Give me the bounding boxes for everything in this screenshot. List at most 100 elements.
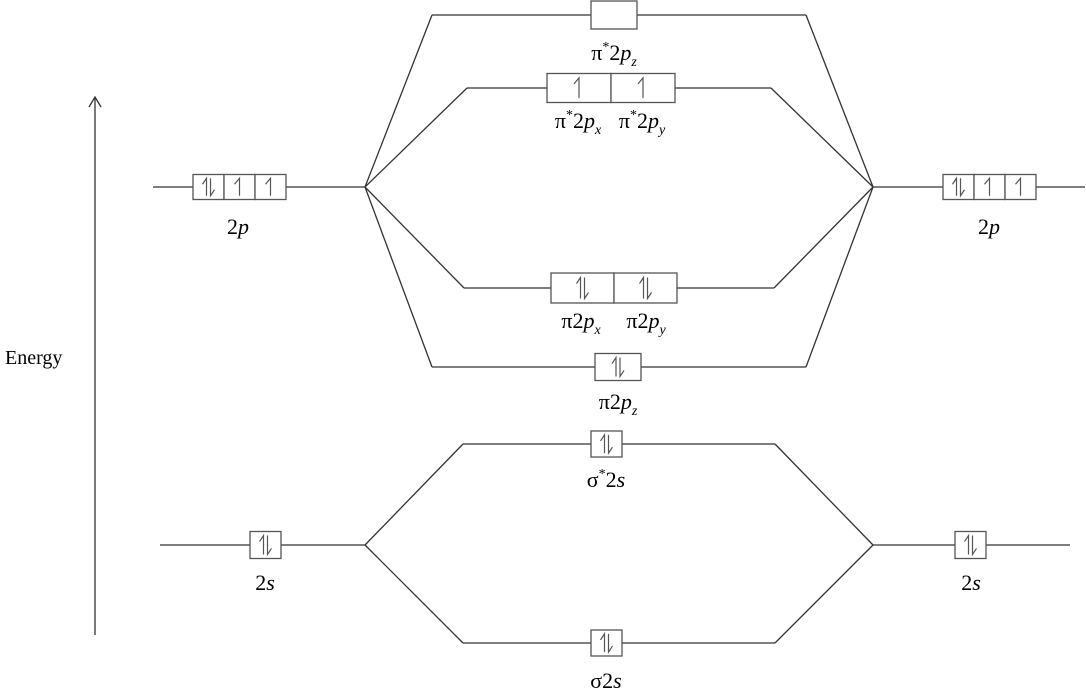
orbital-box [590,629,623,657]
atomic-orbital-left-2s: 2s [160,530,365,595]
orbital-box [954,530,987,560]
label-greek: π [561,308,572,333]
label-greek: π [599,389,610,414]
orbital-label: π*2px [555,108,602,138]
electron-spin-up-icon [984,176,991,196]
electron-spin-down-icon [266,535,272,557]
correlation-lines [364,14,874,644]
correlation-line [364,186,433,368]
electron-spin-up-icon [637,76,644,99]
label-greek: σ [590,668,602,693]
label-star: * [599,467,606,482]
label-letter: p [619,389,632,414]
electron-spin-up-icon [265,176,272,196]
molecular-orbital-sigma-2s: σ2s [463,629,775,693]
electron-spin-up-icon [952,176,958,196]
correlation-line [774,544,874,644]
electron-spin-up-icon [202,176,208,196]
orbital-box [192,173,225,201]
label-letter: p [618,40,631,65]
correlation-line [805,186,874,368]
label-sub: x [594,123,602,138]
orbital-label: π*2pz [591,40,637,70]
orbital-label: σ*2s [587,467,625,492]
label-star: * [602,40,609,55]
orbital-label: 2s [255,570,275,595]
correlation-line [770,87,874,188]
orbital-box [590,0,638,30]
label-greek: π [626,308,637,333]
orbital-box [594,352,642,382]
label-sub: y [657,323,666,338]
orbital-label: π2py [626,308,666,338]
label-num: 2 [637,308,648,333]
label-letter: s [972,570,981,595]
molecular-orbital-pi-star-2pz: π*2pz [432,0,806,70]
orbital-label: 2p [978,214,1000,239]
molecular-orbital-sigma-star-2s: σ*2s [463,430,775,492]
label-num: 2 [610,389,621,414]
correlation-line [774,443,874,546]
electron-spin-up-icon [600,432,606,454]
label-greek: π [591,40,602,65]
electron-spin-down-icon [959,178,965,198]
label-letter: s [613,668,622,693]
electron-spin-down-icon [619,357,625,379]
label-letter: p [236,214,249,239]
label-greek: π [555,108,566,133]
label-letter: s [266,570,275,595]
label-letter: p [987,214,1000,239]
label-num: 2 [961,570,972,595]
correlation-line [364,186,465,289]
electron-spin-down-icon [971,535,977,557]
correlation-line [805,14,874,188]
orbital-label: 2s [961,570,981,595]
label-greek: π [619,108,630,133]
label-num: 2 [602,668,613,693]
electron-spin-up-icon [600,631,606,653]
orbital-label: π2px [561,308,601,338]
electron-spin-up-icon [639,275,645,299]
electron-spin-up-icon [1015,176,1022,196]
correlation-line [364,87,468,188]
label-letter: p [581,308,594,333]
molecular-orbital-pi-2pz: π2pz [432,352,806,419]
orbital-box [249,530,282,560]
label-star: * [566,108,573,123]
energy-axis: Energy [5,95,102,635]
orbital-box [613,272,678,304]
electron-spin-down-icon [583,277,589,301]
label-sub: y [657,123,666,138]
label-num: 2 [255,570,266,595]
label-num: 2 [573,108,584,133]
label-greek: σ [587,467,599,492]
electron-spin-up-icon [234,176,241,196]
orbital-label: π2pz [599,389,638,419]
label-sub: z [631,404,638,419]
correlation-line [364,544,464,644]
orbital-label: 2p [227,214,249,239]
electron-spin-down-icon [209,178,215,198]
atomic-orbital-right-2s: 2s [873,530,1070,595]
label-letter: p [646,308,659,333]
molecular-orbital-pi-star-2px-2py: π*2px π*2py [467,72,771,138]
label-sub: x [593,323,601,338]
label-num: 2 [227,214,238,239]
electron-spin-down-icon [607,633,613,655]
label-num: 2 [572,308,583,333]
atomic-orbital-right-2p: 2p [873,173,1085,239]
orbital-label: π*2py [619,108,666,138]
electron-spin-up-icon [964,533,970,555]
correlation-line [364,14,433,188]
electron-spin-down-icon [646,277,652,301]
electron-spin-up-icon [259,533,265,555]
orbital-box [550,272,615,304]
label-sub: z [630,55,637,70]
atomic-orbital-left-2p: 2p [153,173,365,239]
electron-spin-up-icon [573,76,580,99]
label-num: 2 [609,40,620,65]
label-num: 2 [606,467,617,492]
orbital-box [590,430,623,458]
